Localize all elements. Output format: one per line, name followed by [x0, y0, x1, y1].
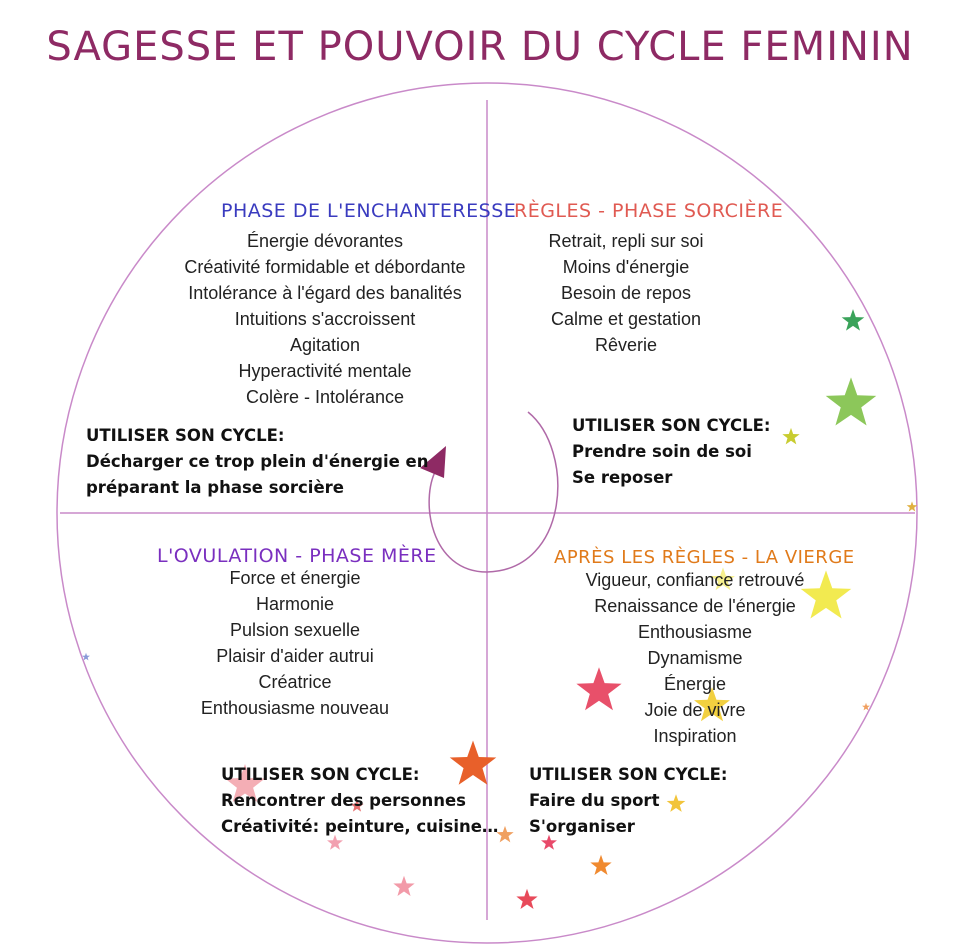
star-icon [393, 875, 415, 897]
use-block-mere: UTILISER SON CYCLE: Rencontrer des perso… [221, 762, 498, 840]
list-item: Calme et gestation [550, 309, 702, 329]
star-icon [541, 834, 557, 850]
traits-list-enchanteresse: Énergie dévorantes Créativité formidable… [170, 228, 480, 410]
use-item: S'organiser [529, 817, 635, 836]
star-icon [516, 888, 538, 910]
list-item: Harmonie [255, 594, 335, 614]
use-item: Rencontrer des personnes [221, 791, 466, 810]
list-item: Intolérance à l'égard des banalités [188, 283, 462, 303]
list-item: Créatrice [258, 672, 332, 692]
phase-title-sorciere: RÈGLES - PHASE SORCIÈRE [514, 200, 784, 222]
star-icon [782, 427, 800, 445]
star-icon [327, 834, 343, 850]
star-icon [576, 667, 622, 711]
use-heading: UTILISER SON CYCLE: [529, 765, 728, 784]
use-item: Faire du sport [529, 791, 660, 810]
phase-title-mere: L'OVULATION - PHASE MÈRE [157, 545, 437, 567]
use-block-enchanteresse: UTILISER SON CYCLE: Décharger ce trop pl… [86, 423, 428, 501]
cycle-circle [56, 82, 918, 944]
traits-list-vierge: Vigueur, confiance retrouvé Renaissance … [570, 567, 820, 749]
cycle-loop-arc [428, 411, 559, 573]
star-icon [862, 702, 870, 711]
star-icon [694, 687, 730, 722]
list-item: Énergie [663, 674, 727, 694]
star-icon [350, 799, 364, 812]
list-item: Énergie dévorantes [246, 231, 404, 251]
use-item: Décharger ce trop plein d'énergie en [86, 452, 429, 471]
star-icon [825, 377, 877, 426]
star-icon [82, 652, 90, 661]
list-item: Enthousiasme [637, 622, 753, 642]
use-item: Créativité: peinture, cuisine… [221, 817, 499, 836]
list-item: Joie de vivre [644, 700, 746, 720]
star-icon [841, 309, 865, 331]
use-block-sorciere: UTILISER SON CYCLE: Prendre soin de soi … [572, 413, 770, 491]
list-item: Intuitions s'accroissent [234, 309, 416, 329]
list-item: Colère - Intolérance [245, 387, 405, 407]
use-block-vierge: UTILISER SON CYCLE: Faire du sport S'org… [529, 762, 727, 840]
list-item: Vigueur, confiance retrouvé [585, 570, 805, 590]
list-item: Rêverie [594, 335, 658, 355]
traits-list-mere: Force et énergie Harmonie Pulsion sexuel… [175, 565, 415, 721]
list-item: Moins d'énergie [562, 257, 690, 277]
star-icon [449, 740, 497, 785]
star-icon [800, 570, 852, 619]
cycle-arrow-head [420, 446, 446, 478]
list-item: Besoin de repos [560, 283, 692, 303]
list-item: Hyperactivité mentale [238, 361, 412, 381]
decorative-stars [82, 309, 918, 910]
traits-list-sorciere: Retrait, repli sur soi Moins d'énergie B… [515, 228, 737, 358]
list-item: Plaisir d'aider autrui [216, 646, 374, 666]
star-icon [666, 794, 686, 812]
page-title: SAGESSE ET POUVOIR DU CYCLE FEMININ [46, 24, 914, 70]
phase-title-vierge: APRÈS LES RÈGLES - LA VIERGE [554, 547, 855, 568]
use-item: Prendre soin de soi [572, 442, 752, 461]
list-item: Pulsion sexuelle [229, 620, 361, 640]
use-heading: UTILISER SON CYCLE: [572, 416, 771, 435]
list-item: Enthousiasme nouveau [200, 698, 390, 718]
list-item: Retrait, repli sur soi [548, 231, 704, 251]
use-heading: UTILISER SON CYCLE: [221, 765, 420, 784]
star-icon [590, 854, 612, 876]
star-icon [906, 501, 918, 512]
use-heading: UTILISER SON CYCLE: [86, 426, 285, 445]
list-item: Dynamisme [647, 648, 743, 668]
use-item: Se reposer [572, 468, 673, 487]
star-icon [225, 764, 265, 802]
star-icon [496, 825, 514, 843]
phase-title-enchanteresse: PHASE DE L'ENCHANTERESSE [221, 200, 517, 222]
star-icon [711, 567, 735, 591]
list-item: Créativité formidable et débordante [184, 257, 466, 277]
list-item: Inspiration [653, 726, 737, 746]
list-item: Agitation [289, 335, 361, 355]
use-item: préparant la phase sorcière [86, 478, 344, 497]
list-item: Force et énergie [229, 568, 361, 588]
list-item: Renaissance de l'énergie [594, 596, 796, 616]
